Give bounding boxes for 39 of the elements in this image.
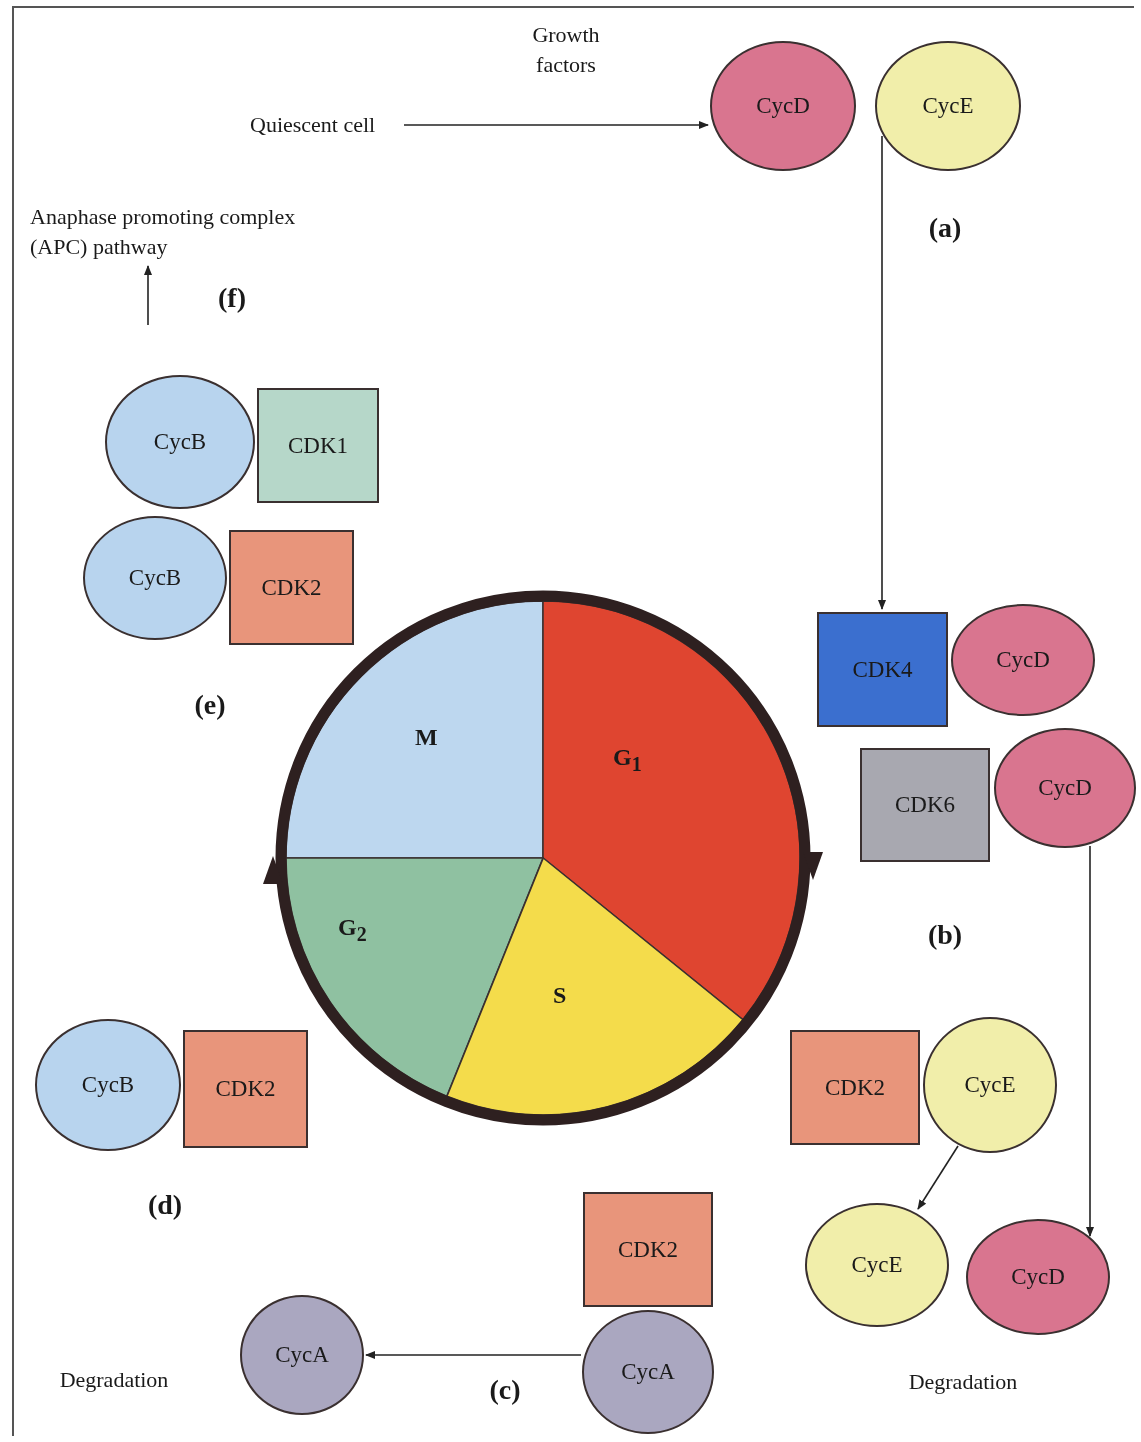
phase-label: G$_{2}$ <box>338 914 367 946</box>
arrow <box>1086 845 1094 1237</box>
arrow <box>403 121 709 129</box>
panel-label: (e) <box>194 689 226 721</box>
panel-label: (f) <box>218 282 246 314</box>
node-text: Quiescent cell <box>250 110 400 140</box>
panel-label: (d) <box>147 1189 183 1221</box>
panel-label: (c) <box>489 1374 521 1406</box>
cyclin-circle: CycB <box>105 375 255 509</box>
panel-label: (b) <box>927 919 963 951</box>
note-text: Degradation <box>908 1368 1018 1396</box>
node-text: Anaphase promoting complex (APC) pathway <box>30 202 320 262</box>
note-text: Degradation <box>59 1366 169 1394</box>
cyclin-circle: CycA <box>240 1295 364 1415</box>
cyclin-circle: CycE <box>805 1203 949 1327</box>
phase-label: S <box>553 982 567 1009</box>
cyclin-circle: CycE <box>923 1017 1057 1153</box>
arrow <box>144 265 152 326</box>
cdk-square: CDK4 <box>817 612 948 727</box>
cdk-square: CDK2 <box>229 530 354 645</box>
cdk-square: CDK2 <box>183 1030 308 1148</box>
cyclin-circle: CycB <box>83 516 227 640</box>
cyclin-circle: CycA <box>582 1310 714 1434</box>
cdk-square: CDK2 <box>790 1030 920 1145</box>
arrow <box>878 135 886 610</box>
cyclin-circle: CycD <box>710 41 856 171</box>
cyclin-circle: CycE <box>875 41 1021 171</box>
cyclin-circle: CycD <box>951 604 1095 716</box>
arrow <box>365 1351 582 1359</box>
cyclin-circle: CycB <box>35 1019 181 1151</box>
cdk-square: CDK6 <box>860 748 990 862</box>
cdk-square: CDK1 <box>257 388 379 503</box>
panel-label: (a) <box>928 212 962 244</box>
cyclin-circle: CycD <box>966 1219 1110 1335</box>
phase-label: G$_{1}$ <box>613 744 642 776</box>
cyclin-circle: CycD <box>994 728 1136 848</box>
cdk-square: CDK2 <box>583 1192 713 1307</box>
arrow <box>917 1145 959 1210</box>
phase-label: M <box>415 724 438 751</box>
